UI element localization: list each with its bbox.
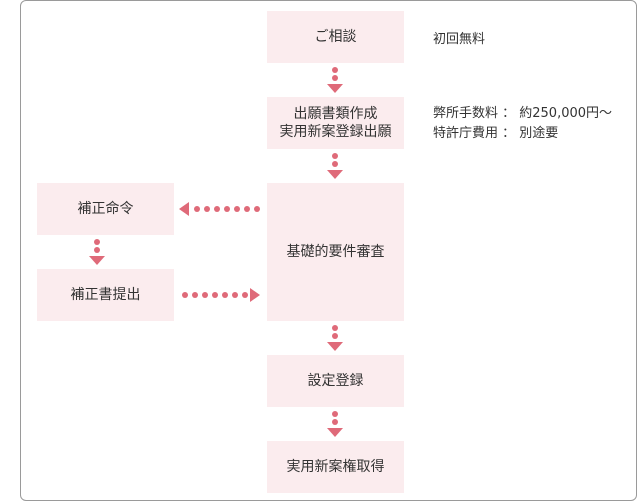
step-acquisition: 実用新案権取得 bbox=[267, 441, 404, 493]
step-basic-exam-label: 基礎的要件審査 bbox=[286, 244, 385, 260]
step-registration: 設定登録 bbox=[267, 355, 404, 407]
arrow-dot bbox=[204, 206, 210, 212]
arrow-head-down bbox=[327, 170, 343, 179]
arrow-dot bbox=[202, 292, 208, 298]
step-correction-submit: 補正書提出 bbox=[37, 269, 174, 321]
arrow-dot bbox=[234, 206, 240, 212]
arrow-dot bbox=[212, 292, 218, 298]
arrow-dot bbox=[242, 292, 248, 298]
arrow-dot bbox=[332, 75, 338, 81]
arrow-dot bbox=[332, 325, 338, 331]
arrow-dot bbox=[332, 67, 338, 73]
note-office-fee-text: 特許庁費用 ： 別途要 bbox=[433, 126, 559, 141]
arrow-head-down bbox=[327, 428, 343, 437]
arrow-dot bbox=[332, 161, 338, 167]
step-correction-order-label: 補正命令 bbox=[77, 201, 134, 217]
arrow-head-down bbox=[327, 342, 343, 351]
arrow-dot bbox=[94, 247, 100, 253]
arrow-head-left bbox=[179, 202, 189, 216]
arrow-dot bbox=[182, 292, 188, 298]
step-correction-order: 補正命令 bbox=[37, 183, 174, 235]
arrow-dot bbox=[224, 206, 230, 212]
note-consultation-fee: 初回無料 bbox=[433, 30, 485, 50]
step-registration-label: 設定登録 bbox=[307, 373, 364, 389]
step-consultation-label: ご相談 bbox=[314, 29, 357, 45]
arrow-dot bbox=[244, 206, 250, 212]
arrow-dot bbox=[332, 411, 338, 417]
arrow-dot bbox=[94, 239, 100, 245]
step-application-label-1: 出願書類作成 bbox=[293, 106, 378, 122]
arrow-dot bbox=[332, 153, 338, 159]
arrow-dot bbox=[222, 292, 228, 298]
arrow-dot bbox=[332, 333, 338, 339]
note-our-fee-text: 弊所手数料 ： 約250,000円～ bbox=[433, 106, 613, 121]
note-fees: 弊所手数料 ： 約250,000円～ 特許庁費用 ： 別途要 bbox=[433, 104, 612, 144]
step-consultation: ご相談 bbox=[267, 11, 404, 63]
arrow-dot bbox=[254, 206, 260, 212]
arrow-dot bbox=[214, 206, 220, 212]
step-application-label-2: 実用新案登録出願 bbox=[279, 124, 392, 140]
step-acquisition-label: 実用新案権取得 bbox=[286, 459, 385, 475]
arrow-dot bbox=[192, 292, 198, 298]
arrow-head-down bbox=[89, 256, 105, 265]
note-consultation-fee-text: 初回無料 bbox=[433, 32, 486, 47]
step-application: 出願書類作成 実用新案登録出願 bbox=[267, 97, 404, 149]
arrow-head-down bbox=[327, 84, 343, 93]
step-correction-submit-label: 補正書提出 bbox=[70, 287, 141, 303]
arrow-dot bbox=[232, 292, 238, 298]
arrow-dot bbox=[194, 206, 200, 212]
arrow-dot bbox=[332, 419, 338, 425]
arrow-head-right bbox=[250, 288, 260, 302]
step-basic-exam: 基礎的要件審査 bbox=[267, 183, 404, 321]
